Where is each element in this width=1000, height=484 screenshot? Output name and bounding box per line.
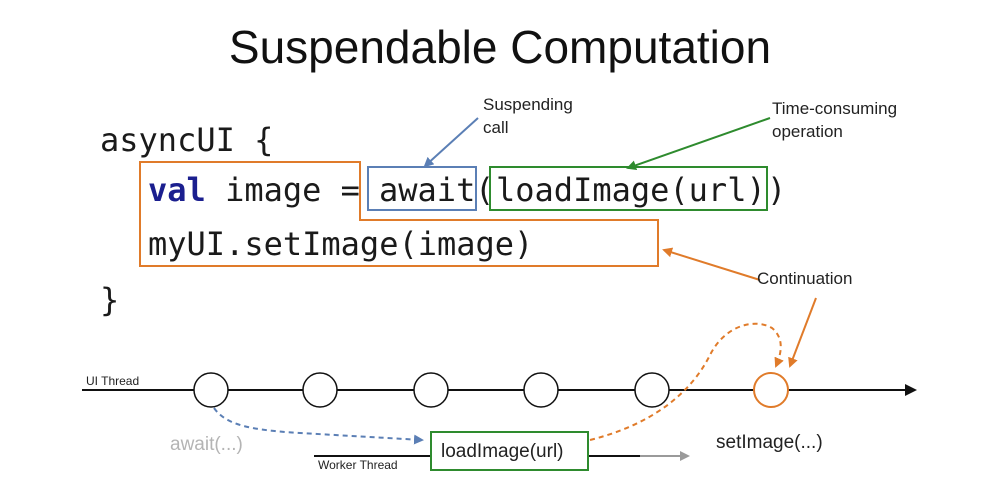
code-image-assign: image = xyxy=(205,171,380,209)
load-image-box xyxy=(430,431,589,471)
load-image-label: loadImage(url) xyxy=(441,441,564,462)
code-close-paren: ) xyxy=(767,171,787,209)
suspending-call-label-line1: Suspending xyxy=(483,95,573,114)
time-consuming-label-line1: Time-consuming xyxy=(772,99,898,118)
ui-thread-label: UI Thread xyxy=(86,374,140,388)
continuation-box xyxy=(139,161,659,267)
await-label: await(...) xyxy=(170,434,243,455)
continuation-timeline-arrow xyxy=(788,297,817,368)
suspending-call-box xyxy=(367,166,477,211)
continuation-label: Continuation xyxy=(757,269,853,288)
suspending-call-label: Suspending call xyxy=(483,94,573,140)
await-dispatch-path xyxy=(213,407,424,445)
ui-thread-node-continuation xyxy=(753,372,789,408)
suspending-call-label-line2: call xyxy=(483,117,509,137)
time-consuming-label: Time-consuming operation xyxy=(772,98,897,144)
code-line-4: } xyxy=(100,281,120,319)
code-line-1: asyncUI { xyxy=(100,121,274,159)
ui-thread-node xyxy=(302,372,338,408)
code-line-2: val image = xyxy=(148,174,379,206)
ui-thread-node xyxy=(523,372,559,408)
slide-title: Suspendable Computation xyxy=(228,21,772,73)
code-line-3: myUI.setImage(image) xyxy=(148,225,534,263)
time-consuming-arrow xyxy=(626,117,771,171)
code-await: await xyxy=(379,171,476,209)
code-keyword-val: val xyxy=(148,171,206,209)
set-image-label: setImage(...) xyxy=(716,432,823,453)
suspending-call-arrow xyxy=(423,117,479,168)
time-consuming-label-line2: operation xyxy=(772,121,843,141)
code-load-call: loadImage(url) xyxy=(496,171,766,209)
code-open-paren: ( xyxy=(475,171,495,209)
ui-thread-node xyxy=(413,372,449,408)
resume-path xyxy=(589,322,784,441)
ui-thread-node xyxy=(193,372,229,408)
ui-thread-node xyxy=(634,372,670,408)
continuation-arrow xyxy=(662,247,761,281)
worker-thread-label: Worker Thread xyxy=(318,458,398,472)
